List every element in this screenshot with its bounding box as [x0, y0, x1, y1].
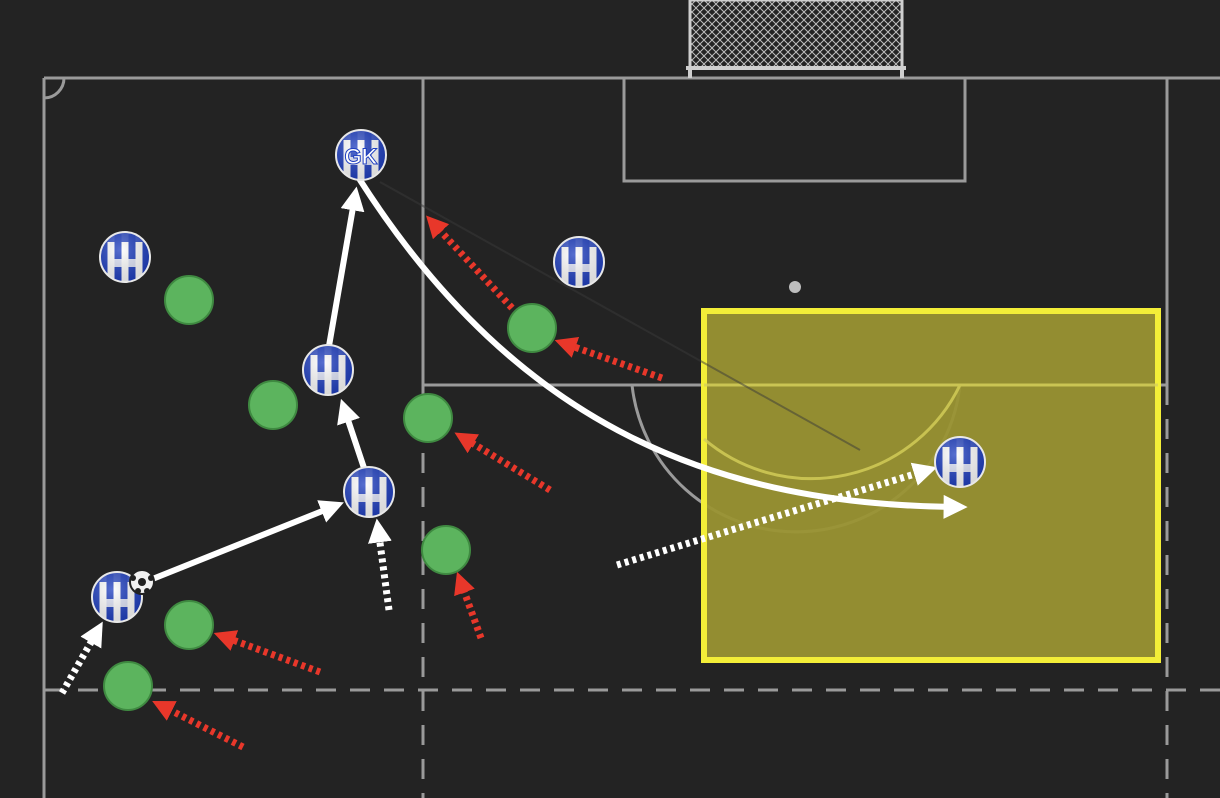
- kit-shading: [344, 467, 394, 517]
- penalty-spot: [789, 281, 801, 293]
- goalkeeper-label: GK: [345, 144, 378, 169]
- press-arrow-4: [454, 432, 552, 493]
- opponents: [103, 275, 557, 711]
- kit-shading: [336, 130, 386, 180]
- kit-shading: [935, 437, 985, 487]
- opponent[interactable]: [421, 525, 471, 575]
- player-token[interactable]: [99, 231, 151, 283]
- ball-patch: [144, 588, 150, 594]
- player-token[interactable]: [553, 236, 605, 288]
- opponent[interactable]: [248, 380, 298, 430]
- run-arrow-ball-carrier: [58, 621, 103, 695]
- press-arrows: [152, 215, 664, 751]
- kit-outline: [91, 571, 143, 623]
- kit-shading: [303, 345, 353, 395]
- kit-outline: [335, 129, 387, 181]
- kit-outline: [302, 344, 354, 396]
- white-runs: [58, 462, 938, 695]
- press-arrow-6: [426, 215, 515, 311]
- ball-patch: [130, 575, 136, 581]
- corner-arc: [43, 77, 66, 100]
- kit-shading: [554, 237, 604, 287]
- opponent[interactable]: [507, 303, 557, 353]
- player-token[interactable]: [343, 466, 395, 518]
- ball-patch: [135, 588, 141, 594]
- goalkeeper-token[interactable]: [335, 129, 387, 181]
- ball[interactable]: [129, 569, 155, 595]
- opponent[interactable]: [403, 393, 453, 443]
- press-arrow-3: [454, 571, 485, 640]
- pass-arrow-4: [357, 177, 968, 519]
- kit-outline: [553, 236, 605, 288]
- zone-inner-lines: [703, 383, 1158, 481]
- player-token[interactable]: [302, 344, 354, 396]
- opponent[interactable]: [164, 600, 214, 650]
- opponent[interactable]: [103, 661, 153, 711]
- ball-patch: [138, 578, 146, 586]
- pass-arrow-3: [326, 186, 365, 349]
- goal-area: [622, 76, 967, 183]
- run-arrow-lower-mid: [368, 518, 393, 611]
- pass-arrow-1: [147, 500, 344, 583]
- press-arrow-1: [152, 701, 245, 751]
- shadow-line: [379, 181, 861, 451]
- zone-inner-arc: [703, 384, 962, 481]
- pass-arrows: [147, 177, 968, 583]
- zone-lines: [44, 385, 1220, 798]
- opponent[interactable]: [164, 275, 214, 325]
- goal-net: [688, 0, 904, 70]
- run-arrow-target: [615, 462, 938, 569]
- ball-patch: [148, 575, 154, 581]
- pass-arrow-2: [337, 398, 367, 471]
- kit-outline: [934, 436, 986, 488]
- press-arrow-5: [554, 337, 664, 382]
- kit-outline: [343, 466, 395, 518]
- kit-shading: [100, 232, 150, 282]
- player-token[interactable]: [934, 436, 986, 488]
- goal: [686, 0, 906, 78]
- kit-outline: [99, 231, 151, 283]
- press-arrow-2: [213, 630, 322, 676]
